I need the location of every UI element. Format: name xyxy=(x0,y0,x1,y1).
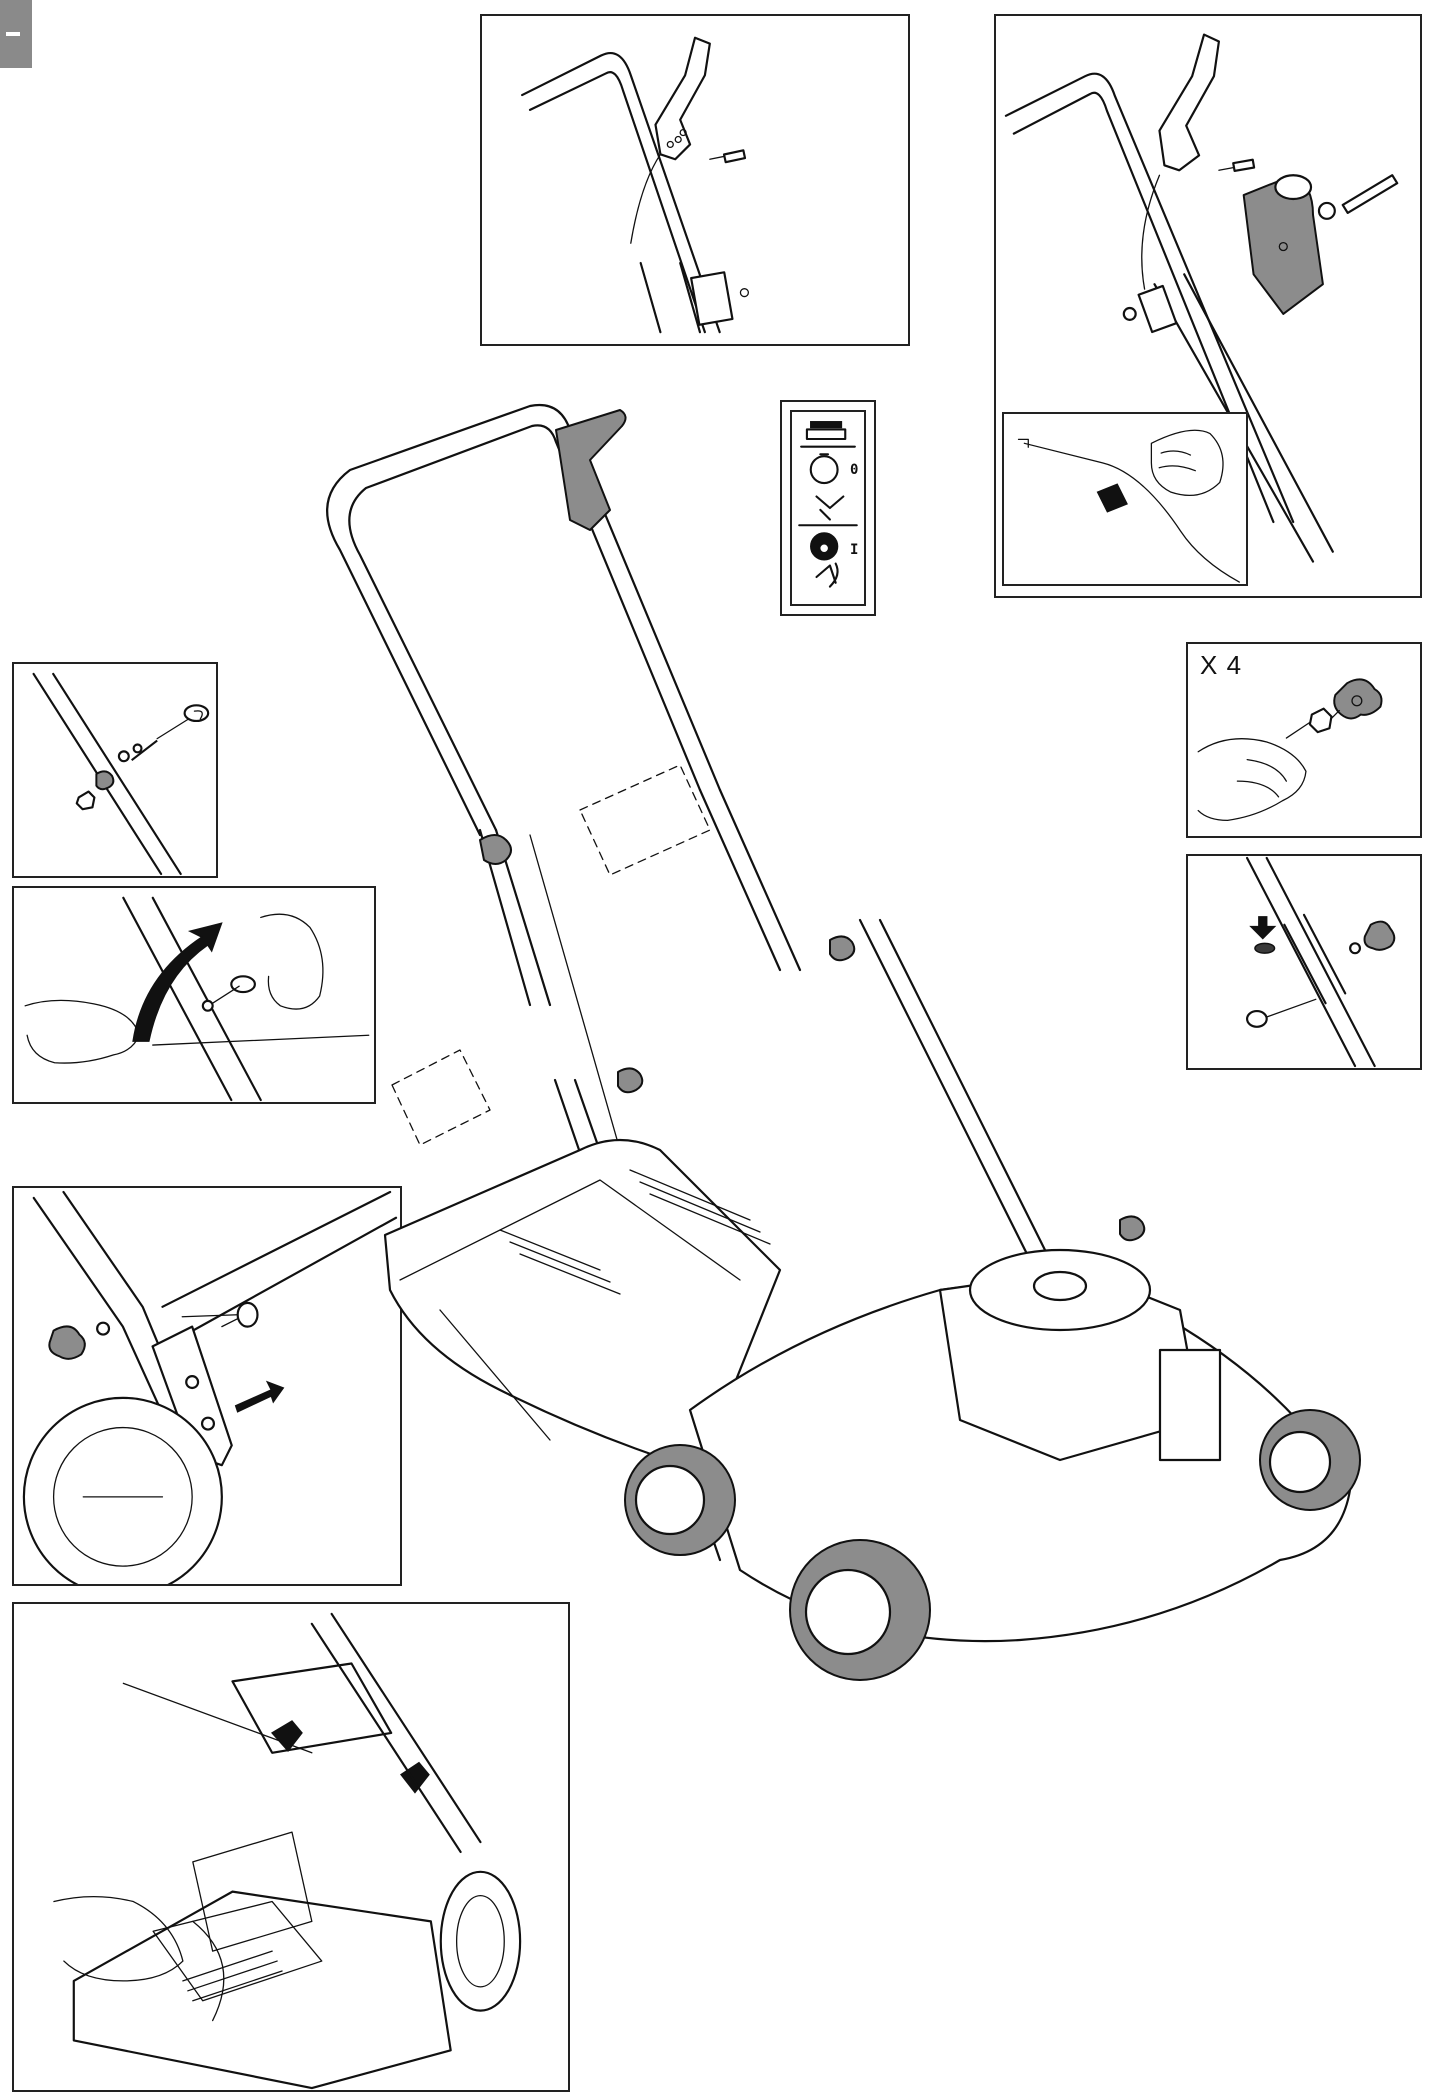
panel-grass-bag-attach xyxy=(12,1602,570,2092)
knob-upper-left xyxy=(479,834,512,865)
cable-hand-icon xyxy=(1017,429,1240,583)
handle-loop-inner xyxy=(348,424,702,832)
run-label: I xyxy=(850,542,859,558)
rope-guide-icon xyxy=(24,896,370,1102)
stop-symbol-icon xyxy=(809,455,839,485)
knob-middle-right xyxy=(829,935,856,962)
handle-bracket-icon xyxy=(22,1190,398,1584)
panel-cable-routing-detail xyxy=(1002,412,1248,586)
panel-knob-nut-x4: X 4 xyxy=(1186,642,1422,838)
wheel-rear-left xyxy=(624,1444,736,1556)
panel-handle-bolt-lower xyxy=(1186,854,1422,1070)
air-filter xyxy=(1158,1348,1222,1462)
detail-box-left xyxy=(391,1049,491,1146)
brake-lever xyxy=(555,409,627,531)
wheel-rear-right xyxy=(1259,1409,1361,1511)
legend-frame xyxy=(790,410,866,606)
detail-box-right xyxy=(579,764,711,876)
panel-eye-bolt-side xyxy=(12,662,218,878)
panel-starter-rope-guide xyxy=(12,886,376,1104)
handle-bolt-icon xyxy=(1245,856,1396,1068)
multiplier-label: X 4 xyxy=(1200,650,1243,680)
grass-bag-icon xyxy=(53,1612,522,2090)
cable-clip-icon xyxy=(521,36,749,334)
chapter-tab xyxy=(0,0,32,68)
chapter-tab-mark xyxy=(6,32,20,36)
knob-lower-right xyxy=(1119,1215,1146,1242)
panel-handle-bracket-wheel xyxy=(12,1186,402,1586)
throttle-legend: 0 I xyxy=(780,400,876,616)
knob-nut-icon xyxy=(1197,678,1383,821)
brake-lever-icon xyxy=(1004,33,1399,563)
panel-cable-clip-top xyxy=(480,14,910,346)
grass-box xyxy=(383,1138,782,1472)
handle-loop-outer xyxy=(326,403,722,837)
wheel-front-left xyxy=(789,1539,931,1681)
engine-top-icon xyxy=(810,421,843,429)
legend-symbols xyxy=(798,421,858,588)
stop-label: 0 xyxy=(850,462,859,478)
lawn-mower-icon xyxy=(326,403,1361,1681)
knob-middle-left xyxy=(617,1067,644,1094)
eye-bolt-icon xyxy=(32,672,210,876)
